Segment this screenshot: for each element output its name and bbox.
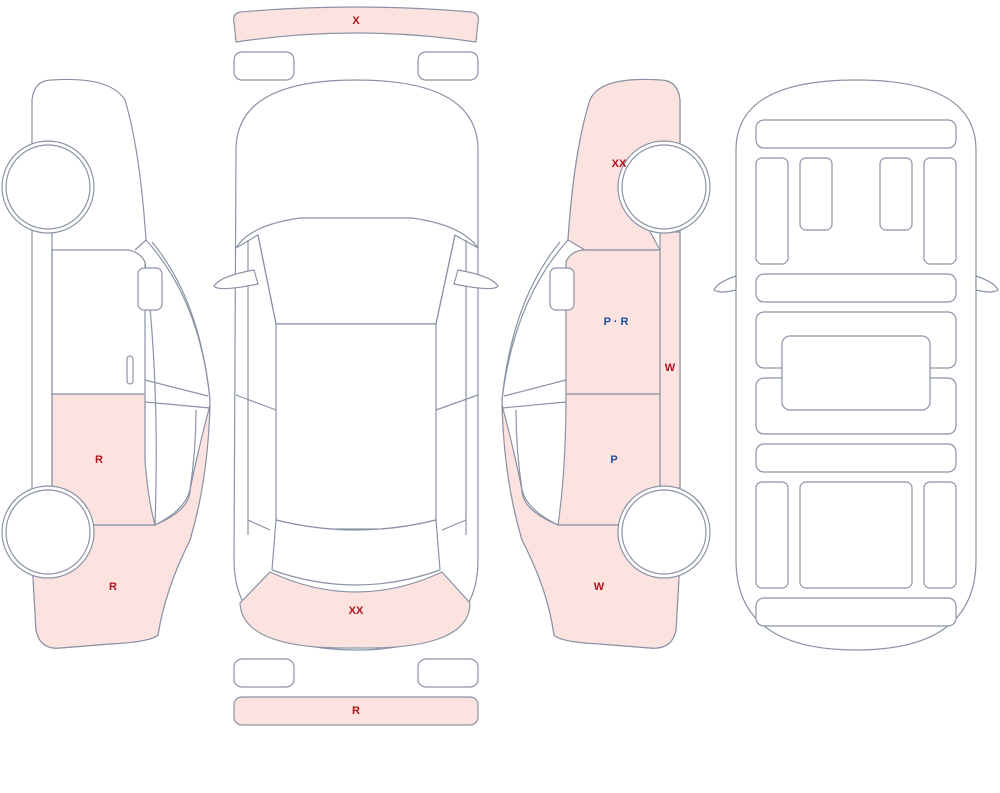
left-window-line-2 [144,379,209,397]
cargo-panel[interactable] [755,597,957,627]
right-front-fender-label: XX [612,158,627,170]
right-rocker-label: W [665,362,676,374]
right-rear-wheel[interactable] [617,485,711,579]
front-bumper-label: X [352,15,360,27]
left-quarter-window [154,409,197,526]
front-left-headlight[interactable] [233,51,295,81]
right-quarter-window [515,409,559,526]
roof-panel[interactable] [275,323,437,530]
windshield[interactable] [235,217,479,325]
right-front-wheel[interactable] [617,140,711,234]
left-rear-door-label: R [95,454,103,466]
right-rear-door-label: P [610,454,617,466]
front-right-console[interactable] [879,157,913,231]
top-right-pillar-c [441,519,467,531]
left-side-view [1,78,211,649]
rear-bumper-label: R [352,705,360,717]
dashboard-panel[interactable] [755,119,957,149]
top-right-mirror[interactable] [453,269,499,290]
left-a-pillar [134,239,147,251]
front-bumper-panel[interactable] [233,6,479,43]
trunk-panel[interactable] [239,571,471,649]
top-left-pillar-b [235,394,277,411]
left-door-handle[interactable] [126,355,134,385]
top-right-pillar-b [435,394,479,411]
left-front-wheel-inner [5,144,91,230]
interior-left-mirror [713,275,737,293]
right-rear-wheel-inner [621,489,707,575]
right-mirror[interactable] [549,267,575,311]
interior-view [713,79,999,651]
left-mirror[interactable] [137,267,163,311]
right-rocker-panel[interactable] [659,231,681,489]
right-rear-quarter-label: W [594,581,605,593]
left-rear-quarter-label: R [109,581,117,593]
front-floor-panel[interactable] [755,273,957,303]
left-rear-wheel[interactable] [1,485,95,579]
left-front-door-panel[interactable] [51,249,146,395]
rear-right-taillight[interactable] [417,658,479,688]
right-side-view [501,78,711,649]
rear-center-seat[interactable] [799,481,913,589]
rear-floor-panel[interactable] [755,443,957,473]
interior-right-mirror [975,275,999,293]
front-left-console[interactable] [799,157,833,231]
rear-left-taillight[interactable] [233,658,295,688]
top-view [213,79,499,651]
left-rear-wheel-inner [5,489,91,575]
front-left-seat[interactable] [755,157,789,265]
rear-bumper-panel[interactable] [233,696,479,726]
left-front-wheel[interactable] [1,140,95,234]
center-console[interactable] [781,335,931,411]
rear-left-seat[interactable] [755,481,789,589]
right-window-line-3 [501,401,567,409]
trunk-label: XX [349,605,364,617]
right-window-line-1 [501,241,561,401]
front-right-headlight[interactable] [417,51,479,81]
right-front-door-label: P · R [604,316,629,328]
front-right-seat[interactable] [923,157,957,265]
right-front-wheel-inner [621,144,707,230]
left-window-line-1 [151,241,211,401]
rear-window[interactable] [271,519,441,586]
rear-right-seat[interactable] [923,481,957,589]
top-left-mirror[interactable] [213,269,259,290]
right-window-line-2 [503,379,567,397]
top-left-pillar-c [247,519,271,531]
